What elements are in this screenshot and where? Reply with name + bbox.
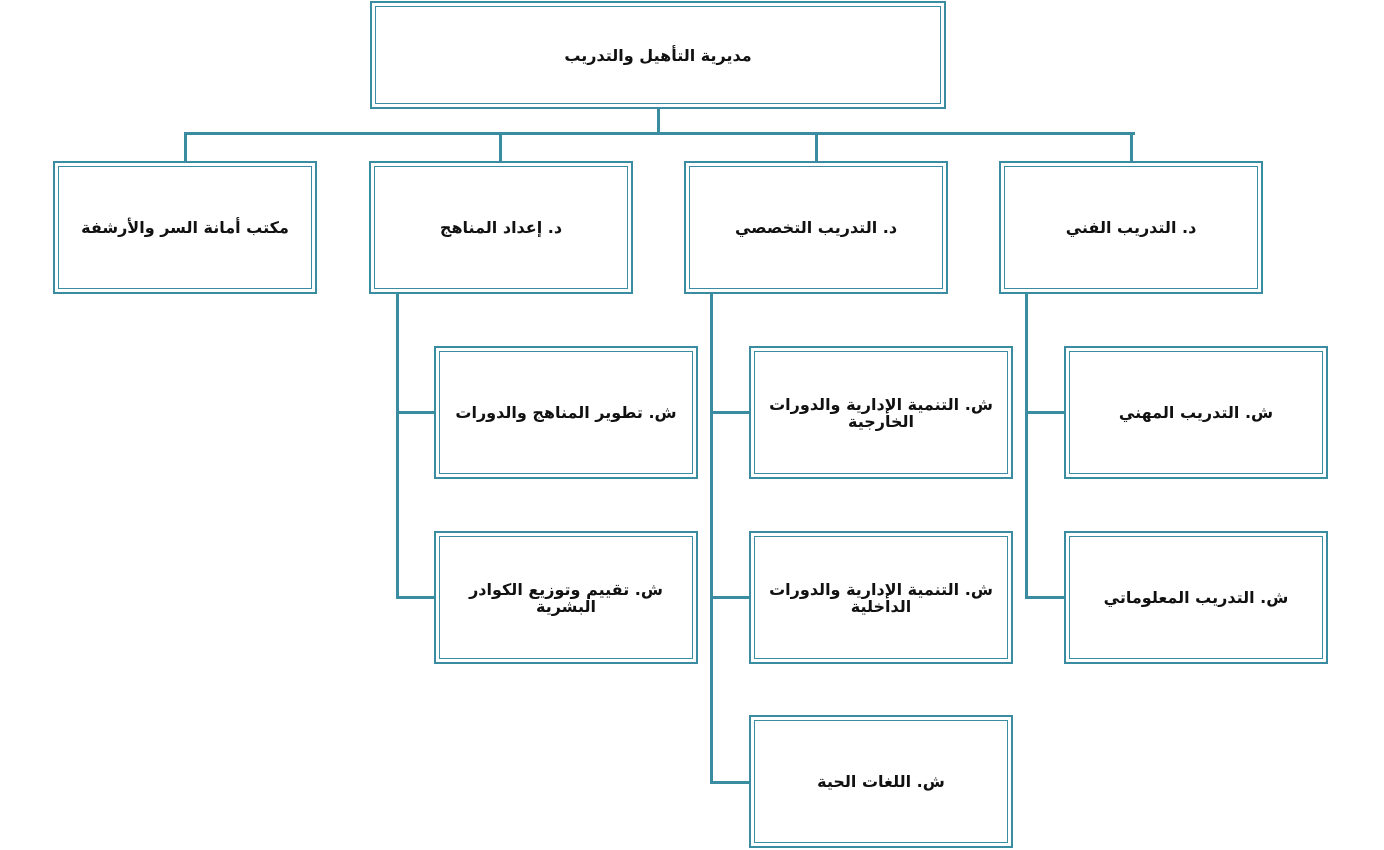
connector-to-dept-3 [499, 132, 502, 162]
root-label: مديرية التأهيل والتدريب [564, 45, 752, 65]
section-box-living-languages: ش. اللغات الحية [749, 715, 1013, 848]
connector-dept-2-sec-2 [710, 596, 750, 599]
dept-label: مكتب أمانة السر والأرشفة [81, 218, 289, 237]
section-box-it-training: ش. التدريب المعلوماتي [1064, 531, 1328, 664]
section-box-vocational-training: ش. التدريب المهني [1064, 346, 1328, 479]
section-label: ش. اللغات الحية [817, 772, 945, 791]
connector-to-dept-2 [815, 132, 818, 162]
connector-dept-1-vertical [1025, 293, 1028, 599]
section-label: ش. التدريب المعلوماتي [1103, 588, 1289, 607]
connector-dept-3-sec-2 [396, 596, 435, 599]
dept-box-specialized-training: د. التدريب التخصصي [684, 161, 948, 294]
section-label: ش. التدريب المهني [1118, 403, 1274, 422]
connector-dept-3-sec-1 [396, 411, 435, 414]
dept-box-curriculum-preparation: د. إعداد المناهج [369, 161, 633, 294]
section-label: ش. التنمية الإدارية والدورات الخارجية [769, 394, 993, 431]
connector-dept-1-sec-1 [1025, 411, 1065, 414]
section-box-staff-evaluation: ش. تقييم وتوزيع الكوادر البشرية [434, 531, 698, 664]
dept-label: د. إعداد المناهج [439, 218, 563, 237]
section-box-curriculum-development: ش. تطوير المناهج والدورات [434, 346, 698, 479]
connector-horizontal-bus [184, 132, 1135, 135]
root-box: مديرية التأهيل والتدريب [370, 1, 946, 109]
section-box-admin-external-courses: ش. التنمية الإدارية والدورات الخارجية [749, 346, 1013, 479]
dept-label: د. التدريب التخصصي [734, 218, 898, 237]
section-label: ش. تطوير المناهج والدورات [455, 403, 677, 422]
connector-dept-2-sec-3 [710, 781, 750, 784]
connector-dept-3-vertical [396, 293, 399, 599]
connector-to-dept-4 [184, 132, 187, 162]
connector-to-dept-1 [1130, 132, 1133, 162]
connector-root-down [657, 108, 660, 134]
connector-dept-2-sec-1 [710, 411, 750, 414]
dept-label: د. التدريب الفني [1065, 218, 1197, 237]
connector-dept-1-sec-2 [1025, 596, 1065, 599]
section-label: ش. تقييم وتوزيع الكوادر البشرية [469, 579, 663, 616]
dept-box-technical-training: د. التدريب الفني [999, 161, 1263, 294]
section-box-admin-internal-courses: ش. التنمية الإدارية والدورات الداخلية [749, 531, 1013, 664]
dept-box-secretariat-archiving: مكتب أمانة السر والأرشفة [53, 161, 317, 294]
connector-dept-2-vertical [710, 293, 713, 784]
section-label: ش. التنمية الإدارية والدورات الداخلية [769, 579, 993, 616]
